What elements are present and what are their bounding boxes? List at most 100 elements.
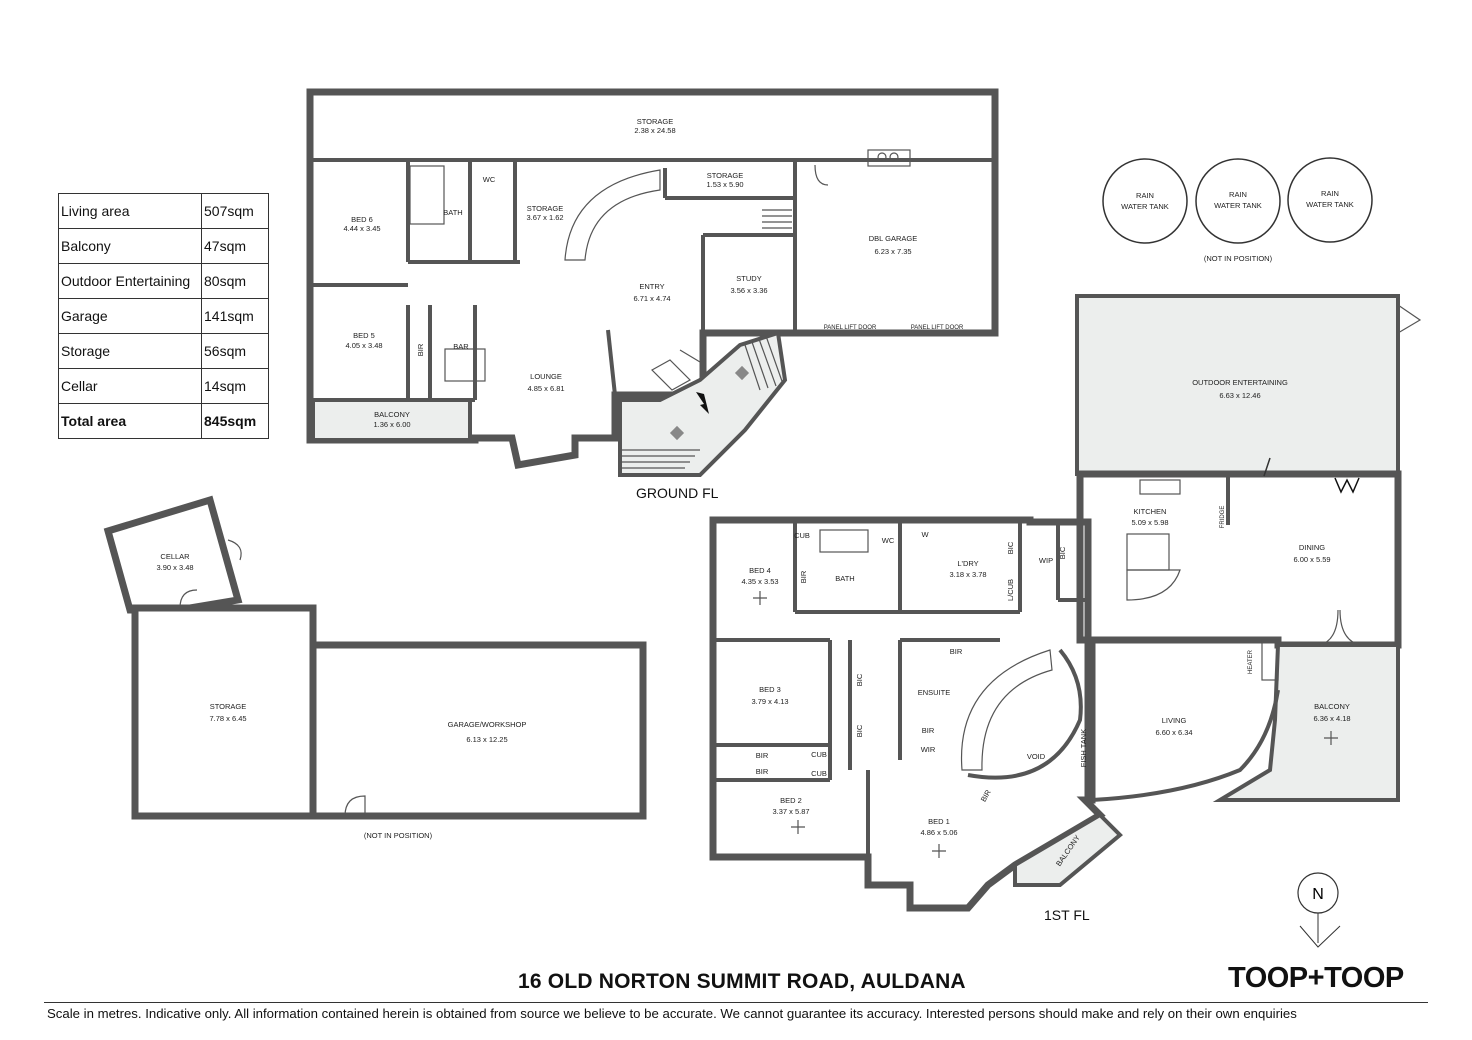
fl-kitchen-name: KITCHEN (1134, 507, 1167, 516)
fl-cub-3: CUB (811, 769, 827, 778)
fl-fridge: FRIDGE (1220, 506, 1226, 529)
fl-void-name: VOID (1027, 752, 1046, 761)
garage-workshop-walls (309, 641, 647, 820)
fl-balcony-main-name: BALCONY (1314, 702, 1350, 711)
ceiling-fan-icons (753, 591, 1338, 858)
gf-storage-top-dims: 2.38 x 24.58 (634, 126, 675, 135)
fl-outdoor-name: OUTDOOR ENTERTAINING (1192, 378, 1288, 387)
gf-balcony-name: BALCONY (374, 410, 410, 419)
gf-room-labels: STORAGE 2.38 x 24.58 BED 6 4.44 x 3.45 B… (343, 117, 964, 429)
fl-bed4-name: BED 4 (749, 566, 771, 575)
ground-stair-curved (564, 169, 661, 261)
gf-study-dims: 3.56 x 3.36 (730, 286, 767, 295)
area-label: Living area (58, 193, 202, 229)
fl-bed2-name: BED 2 (780, 796, 802, 805)
fl-cub-2: CUB (811, 750, 827, 759)
fl-balcony-main-area (1212, 643, 1400, 802)
gf-storage-mid-dims: 3.67 x 1.62 (526, 213, 563, 222)
fl-bir-ensuite: BIR (950, 647, 963, 656)
fl-stair-curved (960, 649, 1053, 771)
fl-w-name: W (921, 530, 929, 539)
fl-bir-1: BIR (799, 570, 808, 583)
outbuilding-plan: CELLAR 3.90 x 3.48 STORAGE 7.78 x 6.45 G… (103, 495, 647, 840)
fl-bic-4: BIC (855, 724, 864, 737)
fl-ldry-dims: 3.18 x 3.78 (949, 570, 986, 579)
gf-bir-name: BIR (416, 343, 425, 356)
garage-workshop-dims: 6.13 x 12.25 (466, 735, 507, 744)
rain-tank-note: (NOT IN POSITION) (1204, 254, 1273, 263)
gf-entry-name: ENTRY (639, 282, 664, 291)
gf-lounge-name: LOUNGE (530, 372, 562, 381)
brand-logo: TOOP+TOOP (1228, 962, 1404, 994)
cellar-name: CELLAR (160, 552, 190, 561)
fl-living-dims: 6.60 x 6.34 (1155, 728, 1192, 737)
fl-balcony-main-dims: 6.36 x 4.18 (1313, 714, 1350, 723)
fl-wc-name: WC (882, 536, 895, 545)
fl-fish-tank: FISH TANK (1079, 729, 1088, 767)
gf-bed5-dims: 4.05 x 3.48 (345, 341, 382, 350)
gf-wc-name: WC (483, 175, 496, 184)
fl-cub-1: CUB (794, 531, 810, 540)
fl-outdoor-dims: 6.63 x 12.46 (1219, 391, 1260, 400)
area-value: 14sqm (201, 368, 269, 404)
area-label: Outdoor Entertaining (58, 263, 202, 299)
fl-bed1-dims: 4.86 x 5.06 (920, 828, 957, 837)
gf-dbl-garage-name: DBL GARAGE (869, 234, 918, 243)
total-label: Total area (58, 403, 202, 439)
area-value: 507sqm (201, 193, 269, 229)
fl-balcony-small-area (1013, 812, 1123, 887)
total-value: 845sqm (201, 403, 269, 439)
gf-dbl-garage-dims: 6.23 x 7.35 (874, 247, 911, 256)
area-value: 80sqm (201, 263, 269, 299)
fl-heater: HEATER (1248, 649, 1254, 674)
cellar-dims: 3.90 x 3.48 (156, 563, 193, 572)
fl-bic-2: BIC (1058, 546, 1067, 559)
fl-dining-name: DINING (1299, 543, 1325, 552)
first-floor-label: 1ST FL (1044, 907, 1090, 923)
gf-panel-lift-door-1: PANEL LIFT DOOR (824, 325, 877, 331)
fl-bir-3: BIR (756, 751, 769, 760)
gf-storage-top-name: STORAGE (637, 117, 674, 126)
ob-storage-name: STORAGE (210, 702, 247, 711)
garage-workshop-name: GARAGE/WORKSHOP (448, 720, 527, 729)
gf-bed5-name: BED 5 (353, 331, 375, 340)
outbuilding-storage-walls (131, 604, 317, 820)
ground-floor-label: GROUND FL (636, 485, 719, 501)
gf-storage-small-name: STORAGE (707, 171, 744, 180)
gf-study-name: STUDY (736, 274, 761, 283)
rain-tank-3 (1287, 157, 1373, 243)
area-value: 47sqm (201, 228, 269, 264)
fl-ldry-name: L'DRY (957, 559, 978, 568)
fl-bir-4: BIR (756, 767, 769, 776)
fl-bed3-name: BED 3 (759, 685, 781, 694)
fl-lcub: L/CUB (1006, 579, 1015, 601)
area-label: Garage (58, 298, 202, 334)
first-floor-plan: OUTDOOR ENTERTAINING 6.63 x 12.46 KITCHE… (709, 294, 1422, 923)
rain-tank-1 (1102, 158, 1188, 244)
disclaimer-text: Scale in metres. Indicative only. All in… (47, 1006, 1297, 1021)
gf-balcony-dims: 1.36 x 6.00 (373, 420, 410, 429)
gf-bed6-name: BED 6 (351, 215, 373, 224)
fl-kitchen-dims: 5.09 x 5.98 (1131, 518, 1168, 527)
fl-room-labels: OUTDOOR ENTERTAINING 6.63 x 12.46 KITCHE… (741, 378, 1350, 868)
fl-bir-2: BIR (922, 726, 935, 735)
fl-bic-1: BIC (1006, 541, 1015, 554)
gf-storage-mid-name: STORAGE (527, 204, 564, 213)
property-address: 16 OLD NORTON SUMMIT ROAD, AULDANA (518, 970, 966, 993)
garage-sink (867, 149, 911, 167)
fl-wir-name: WIR (921, 745, 936, 754)
area-label: Balcony (58, 228, 202, 264)
compass-letter: N (1312, 886, 1324, 903)
